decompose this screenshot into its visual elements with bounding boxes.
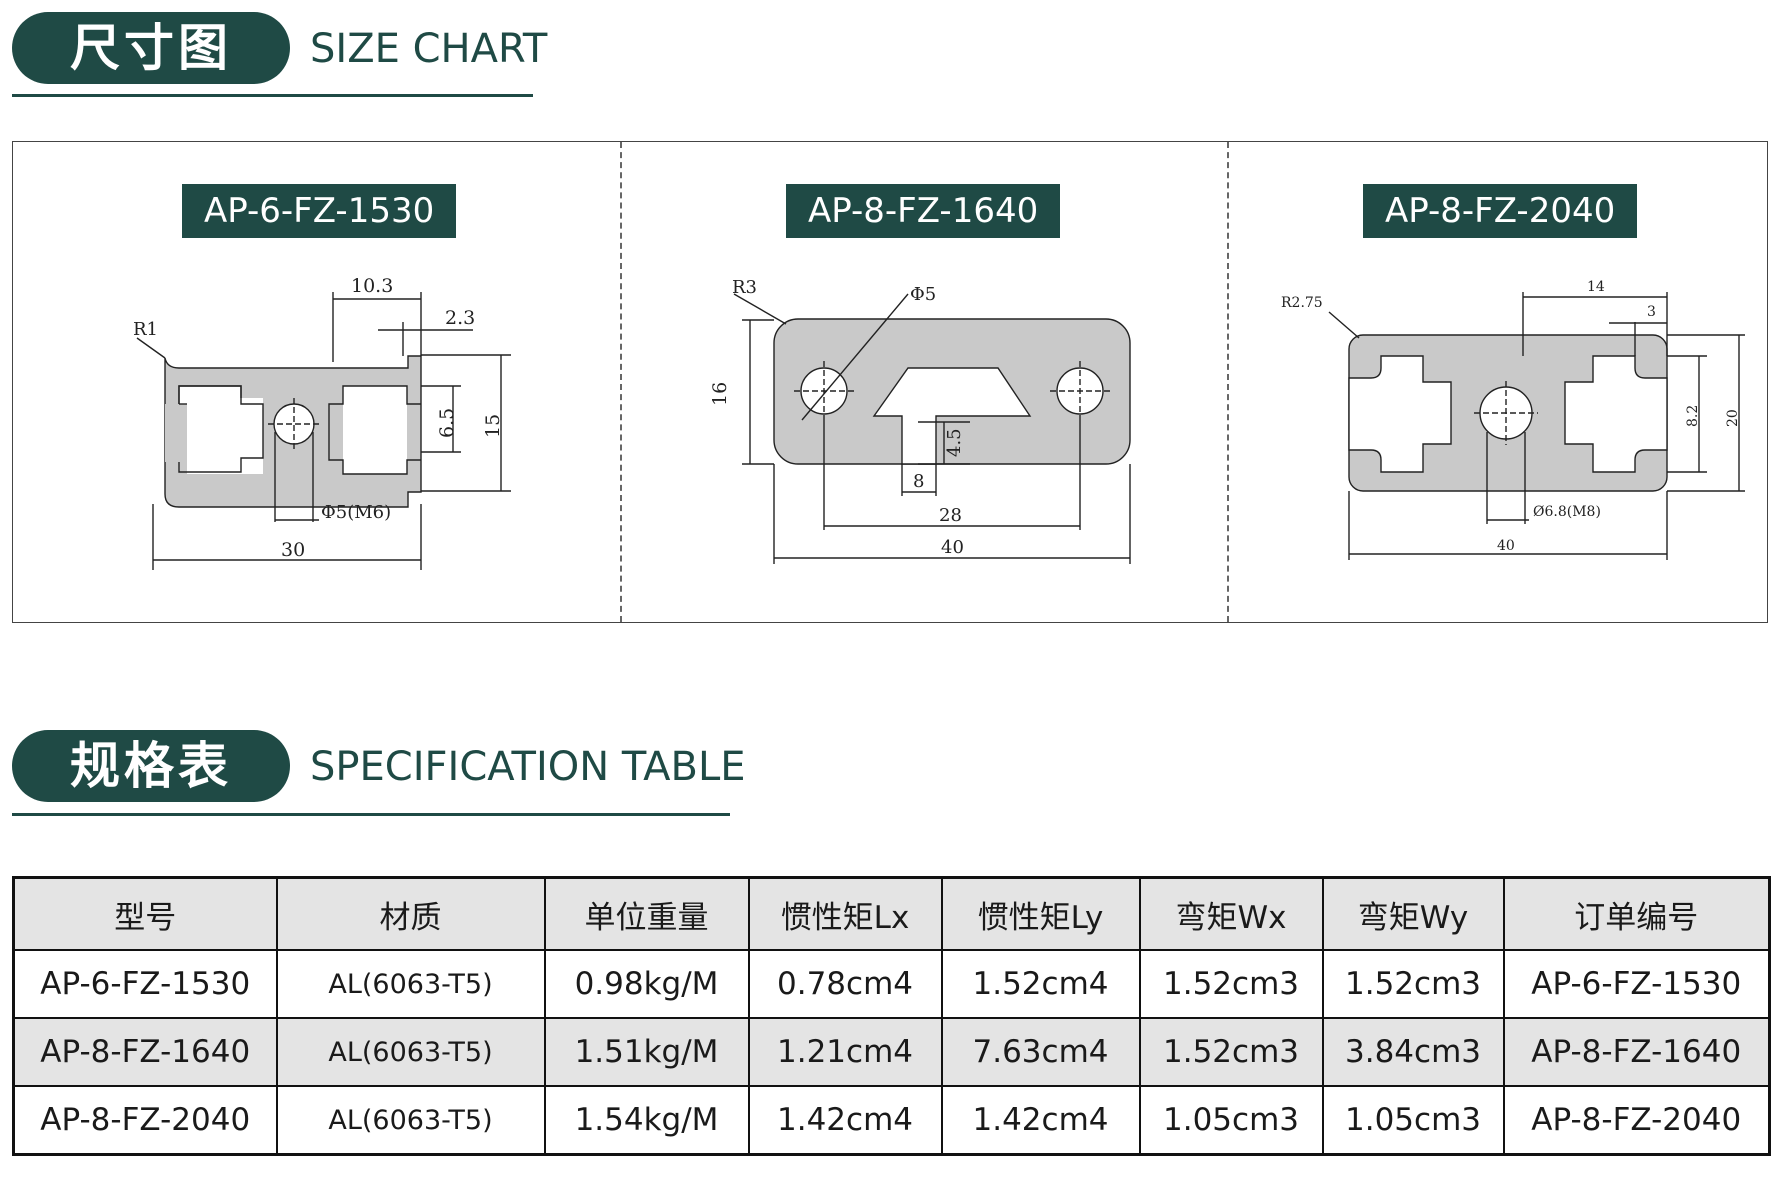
size-chart-title-cn: 尺寸图 [12, 12, 290, 84]
cell-unit-weight: 1.51kg/M [543, 1017, 750, 1087]
dim-lip: 2.3 [445, 307, 475, 329]
cell-moment-wx: 1.52cm3 [1138, 949, 1324, 1019]
col-header-unit-weight: 单位重量 [543, 876, 750, 951]
panel-ap-8-fz-1640: AP-8-FZ-1640 [620, 142, 1229, 622]
dim-r: R2.75 [1281, 295, 1323, 311]
cell-inertia-lx: 1.21cm4 [747, 1017, 943, 1087]
size-chart-box: AP-6-FZ-1530 [12, 141, 1768, 623]
spec-table: 型号 材质 单位重量 惯性矩Lx 惯性矩Ly 弯矩Wx 弯矩Wy 订单编号 AP… [12, 876, 1771, 1156]
dim-stem-w-label: 8 [913, 471, 924, 492]
spec-table-title-en: SPECIFICATION TABLE [310, 744, 746, 790]
table-row: AP-8-FZ-1640 AL(6063-T5) 1.51kg/M 1.21cm… [12, 1017, 1771, 1087]
cell-inertia-lx: 0.78cm4 [747, 949, 943, 1019]
dim-w-top: 14 [1587, 279, 1605, 295]
cell-material: AL(6063-T5) [275, 1017, 546, 1087]
dim-lip: 3 [1647, 304, 1656, 320]
t-slot [872, 367, 1032, 465]
profile-drawing-1640: R3 Φ5 16 4.5 8 28 40 [709, 277, 1131, 564]
dim-stem: 4.5 [944, 428, 965, 457]
dim-height-label: 20 [1725, 409, 1741, 427]
radius-leader [1328, 311, 1360, 339]
cell-order-no: AP-6-FZ-1530 [1502, 949, 1771, 1019]
col-header-model: 型号 [12, 876, 278, 951]
dim-hole: Φ5(M6) [321, 502, 391, 523]
panel-ap-8-fz-2040: AP-8-FZ-2040 [1227, 142, 1769, 622]
cell-moment-wy: 1.52cm3 [1321, 949, 1505, 1019]
dim-pitch-label: 28 [939, 505, 962, 526]
dim-width-label: 40 [941, 537, 964, 558]
profile-drawing-2040: R2.75 14 3 8.2 20 Ø6.8(M8) 40 [1281, 279, 1745, 560]
cell-order-no: AP-8-FZ-2040 [1502, 1085, 1771, 1156]
dim-hole: Φ5 [910, 284, 936, 305]
radius-leader [733, 293, 787, 325]
dim-width-label: 30 [281, 539, 305, 561]
col-header-inertia-lx: 惯性矩Lx [747, 876, 943, 951]
dim-r: R1 [133, 319, 158, 340]
col-header-inertia-ly: 惯性矩Ly [940, 876, 1141, 951]
cell-model: AP-8-FZ-1640 [12, 1017, 278, 1087]
cell-inertia-ly: 1.52cm4 [940, 949, 1141, 1019]
cell-inertia-lx: 1.42cm4 [747, 1085, 943, 1156]
dim-w-top: 10.3 [351, 275, 393, 297]
cell-inertia-ly: 7.63cm4 [940, 1017, 1141, 1087]
panel-ap-6-fz-1530: AP-6-FZ-1530 [13, 142, 620, 622]
col-header-order-no: 订单编号 [1502, 876, 1771, 951]
cell-inertia-ly: 1.42cm4 [940, 1085, 1141, 1156]
cell-unit-weight: 1.54kg/M [543, 1085, 750, 1156]
dim-height-label: 15 [482, 414, 504, 438]
cell-moment-wy: 1.05cm3 [1321, 1085, 1505, 1156]
panel-label: AP-8-FZ-1640 [786, 184, 1061, 238]
cell-moment-wx: 1.05cm3 [1138, 1085, 1324, 1156]
spec-table-title-cn: 规格表 [12, 730, 290, 802]
cell-model: AP-6-FZ-1530 [12, 949, 278, 1019]
dim-slot-label: 6.5 [436, 408, 458, 438]
col-header-moment-wx: 弯矩Wx [1138, 876, 1324, 951]
dim-width-label: 40 [1497, 538, 1515, 554]
cell-moment-wx: 1.52cm3 [1138, 1017, 1324, 1087]
cell-unit-weight: 0.98kg/M [543, 949, 750, 1019]
size-chart-title-en: SIZE CHART [310, 26, 548, 72]
hole-leader [801, 293, 909, 421]
dim-height-label: 16 [709, 382, 731, 406]
size-chart-underline [12, 94, 533, 97]
panel-label: AP-8-FZ-2040 [1363, 184, 1638, 238]
cell-model: AP-8-FZ-2040 [12, 1085, 278, 1156]
spec-table-underline [12, 813, 730, 816]
cell-moment-wy: 3.84cm3 [1321, 1017, 1505, 1087]
cell-material: AL(6063-T5) [275, 949, 546, 1019]
col-header-material: 材质 [275, 876, 546, 951]
col-header-moment-wy: 弯矩Wy [1321, 876, 1505, 951]
table-header-row: 型号 材质 单位重量 惯性矩Lx 惯性矩Ly 弯矩Wx 弯矩Wy 订单编号 [12, 876, 1771, 951]
table-row: AP-8-FZ-2040 AL(6063-T5) 1.54kg/M 1.42cm… [12, 1085, 1771, 1156]
panel-label: AP-6-FZ-1530 [182, 184, 457, 238]
profile-drawing-1530: R1 10.3 2.3 6.5 15 Φ5(M6) 30 [133, 275, 511, 570]
dim-r: R3 [732, 277, 757, 298]
cell-order-no: AP-8-FZ-1640 [1502, 1017, 1771, 1087]
cell-material: AL(6063-T5) [275, 1085, 546, 1156]
dim-slot-label: 8.2 [1685, 405, 1701, 427]
table-row: AP-6-FZ-1530 AL(6063-T5) 0.98kg/M 0.78cm… [12, 949, 1771, 1019]
dim-hole: Ø6.8(M8) [1533, 504, 1601, 520]
radius-leader [136, 337, 166, 359]
